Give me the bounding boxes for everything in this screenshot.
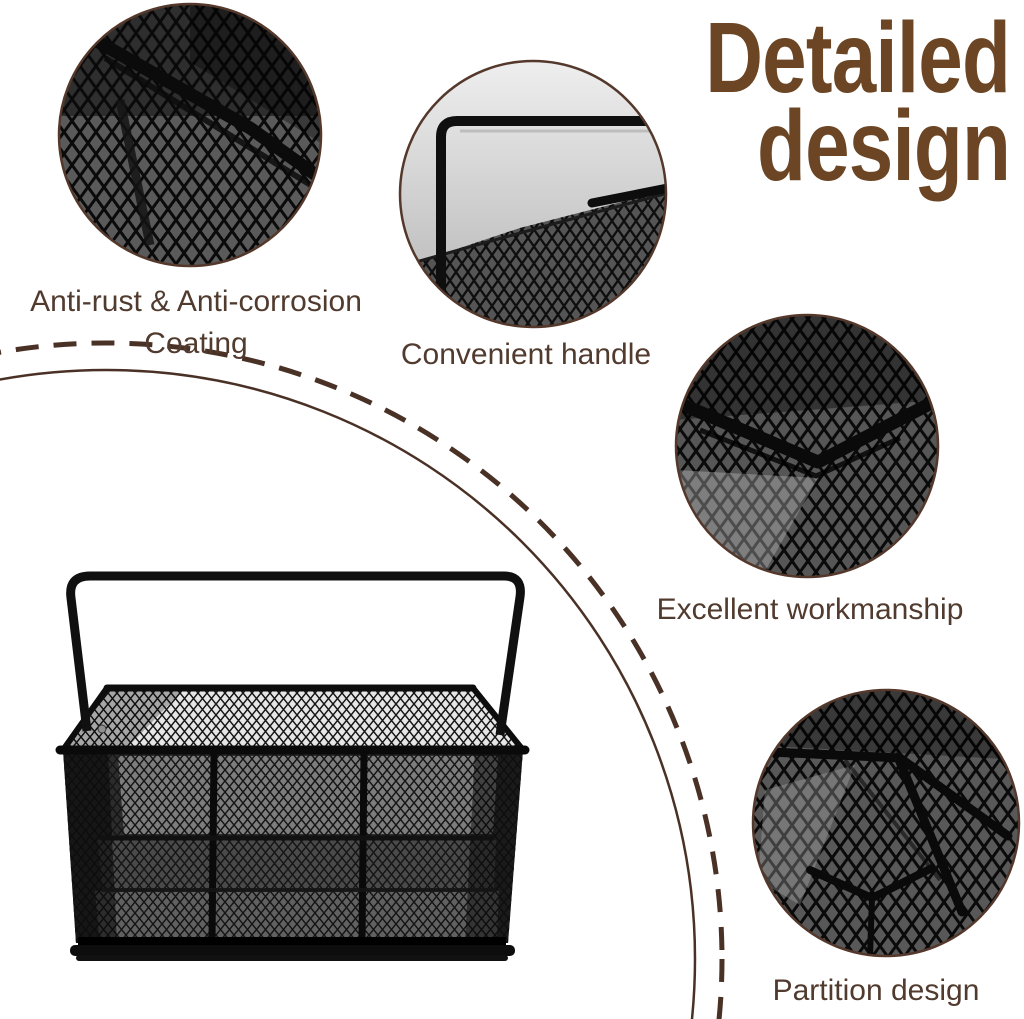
partition-divider: [358, 753, 368, 941]
detail-circle-border: [751, 688, 1021, 958]
detail-circle-border: [398, 59, 668, 329]
caption-line: Coating: [144, 327, 248, 360]
solid-arc: [0, 368, 697, 1019]
title-line-1: Detailed: [705, 2, 1011, 114]
detail-photo-partition-design: [751, 688, 1021, 958]
detail-photo-convenient-handle: [398, 59, 668, 329]
basket-product-photo: [55, 571, 530, 961]
caption-anti-rust-coating: Anti-rust & Anti-corrosion Coating: [0, 281, 392, 365]
guide-arc-circles: [0, 340, 725, 1019]
caption-partition-design: Partition design: [772, 974, 980, 1007]
dashed-arc: [0, 340, 725, 1019]
page-title: Detailed design: [705, 2, 1011, 202]
caption-convenient-handle: Convenient handle: [400, 338, 652, 371]
caption-line: Anti-rust & Anti-corrosion: [30, 285, 362, 318]
caption-excellent-workmanship: Excellent workmanship: [656, 593, 964, 626]
detail-circle-border: [57, 2, 323, 268]
handle-screw: [97, 724, 107, 734]
detail-circle-border: [674, 313, 940, 579]
basket-handle: [66, 571, 525, 736]
title-line-2: design: [756, 90, 1011, 202]
detail-photo-anti-rust-coating: [57, 2, 323, 268]
partition-divider: [208, 753, 218, 941]
